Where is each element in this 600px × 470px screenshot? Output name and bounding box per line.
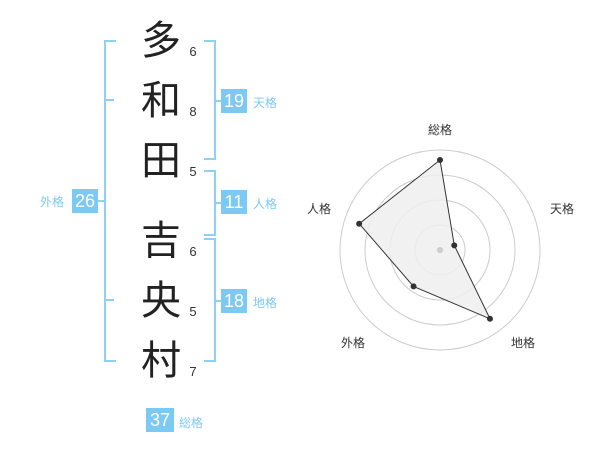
tenkaku-bracket-tick [214, 100, 222, 102]
radar-axis-label-soukaku: 総格 [428, 123, 453, 137]
tenkaku-value-badge: 19 [221, 89, 247, 113]
radar-axis-label-tenkaku: 天格 [550, 202, 575, 216]
radar-point-5 [356, 220, 363, 227]
name-char-5: 央 [141, 278, 181, 324]
radar-data-polygon [358, 159, 492, 320]
radar-point-2 [451, 242, 458, 249]
stroke-count-6: 7 [189, 364, 197, 379]
name-char-2: 和 [141, 78, 181, 124]
jinkaku-label: 人格 [253, 197, 278, 211]
bracket-tick-char2 [106, 99, 114, 101]
stroke-count-4: 6 [189, 244, 197, 259]
radar-point-3 [486, 315, 493, 322]
name-char-3: 田 [141, 138, 181, 184]
name-char-4: 吉 [141, 218, 181, 264]
radar-ring-4 [339, 149, 541, 351]
tenkaku-label: 天格 [253, 96, 278, 110]
radar-point-1 [437, 157, 443, 163]
gaikaku-label: 外格 [40, 195, 65, 209]
gaikaku-bracket-tick [98, 200, 106, 202]
bracket-tick-char5 [106, 299, 114, 301]
chikaku-label: 地格 [253, 296, 278, 310]
stroke-count-3: 5 [189, 164, 197, 179]
chikaku-bracket-tick [214, 300, 222, 302]
radar-axis-label-jinkaku: 人格 [307, 202, 332, 216]
soukaku-value-badge: 37 [146, 408, 174, 432]
radar-axis-label-gaikaku: 外格 [341, 336, 366, 350]
jinkaku-bracket-tick [214, 202, 222, 204]
chikaku-value-badge: 18 [221, 289, 247, 313]
gaikaku-value-badge: 26 [72, 189, 98, 213]
stroke-count-2: 8 [189, 104, 197, 119]
radar-center-point [437, 247, 443, 253]
jinkaku-value-badge: 11 [221, 190, 247, 214]
name-char-1: 多 [141, 18, 181, 64]
name-char-6: 村 [141, 338, 181, 384]
radar-axis-label-chikaku: 地格 [511, 336, 536, 350]
stroke-count-5: 5 [189, 304, 197, 319]
stroke-count-1: 6 [189, 44, 197, 59]
radar-point-4 [410, 283, 417, 290]
soukaku-label: 総格 [179, 416, 204, 430]
